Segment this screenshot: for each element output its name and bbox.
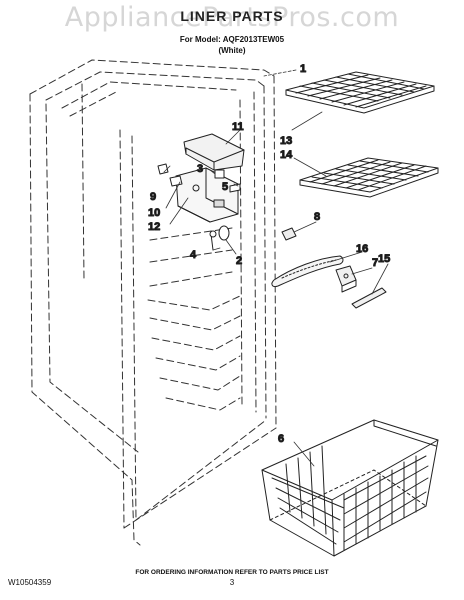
callout-7: 7 (372, 257, 378, 269)
model-info: For Model: AQF2013TEW05 (White) (0, 34, 464, 56)
callout-2: 2 (236, 255, 242, 267)
callout-leaders (163, 69, 389, 467)
callout-14: 14 (280, 149, 293, 161)
callout-12: 12 (148, 221, 160, 233)
callout-8: 8 (314, 211, 320, 223)
color-line: (White) (218, 46, 246, 55)
callout-1: 1 (300, 63, 306, 75)
callout-16: 16 (356, 243, 368, 255)
control-housing (183, 133, 245, 171)
lamp-bracket (351, 287, 387, 309)
callout-3: 3 (197, 163, 203, 175)
page-number: 3 (229, 578, 235, 587)
callout-10: 10 (148, 207, 160, 219)
light-socket (281, 227, 297, 241)
cabinet-liner (29, 59, 277, 546)
document-number: W10504359 (8, 578, 52, 587)
callout-13: 13 (280, 135, 292, 147)
freezer-basket (261, 419, 439, 557)
model-line: For Model: AQF2013TEW05 (179, 35, 285, 44)
callout-5: 5 (222, 181, 228, 193)
ordering-note: FOR ORDERING INFORMATION REFER TO PARTS … (135, 569, 329, 576)
watermark: AppliancePartsPros.com (64, 2, 400, 33)
callout-9: 9 (150, 191, 156, 203)
callout-15: 15 (378, 253, 390, 265)
wire-shelf-upper (285, 71, 435, 114)
light-shield (271, 255, 344, 287)
small-components (157, 163, 241, 251)
callout-6: 6 (278, 433, 284, 445)
callout-11: 11 (232, 121, 244, 133)
callout-4: 4 (190, 249, 197, 261)
page-title: LINER PARTS (180, 8, 284, 24)
thermostat-housing (175, 167, 239, 223)
door-switch (335, 265, 357, 293)
wire-shelf-lower (299, 157, 439, 198)
